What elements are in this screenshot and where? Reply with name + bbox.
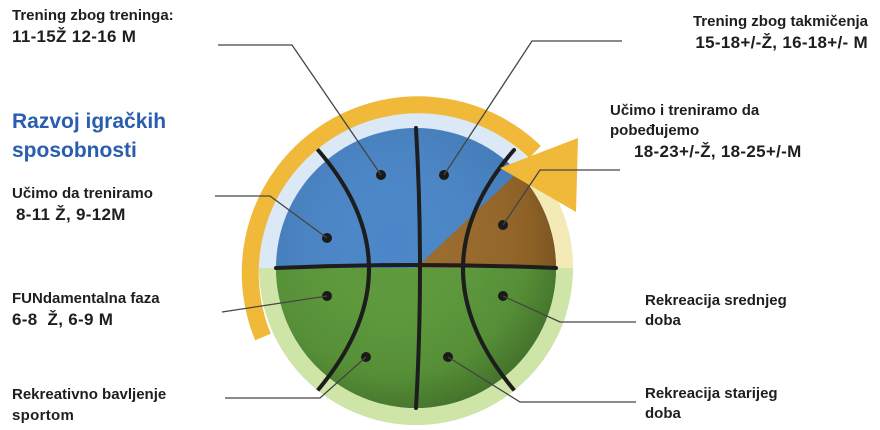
label-top-left-line1: Trening zbog treninga:	[12, 7, 174, 24]
label-top-right: Trening zbog takmičenja 15-18+/-Ž, 16-18…	[693, 12, 868, 54]
label-low-right-line2: doba	[645, 311, 787, 331]
label-top-left-line2: 11-15Ž 12-16 M	[12, 26, 174, 48]
label-low-left: FUNdamentalna faza 6-8 Ž, 6-9 M	[12, 289, 160, 331]
label-bottom-left-line2: sportom	[12, 405, 166, 427]
label-mid-left-line1: Učimo da treniramo	[12, 185, 153, 202]
label-low-right: Rekreacija srednjeg doba	[645, 291, 787, 331]
label-mid-left-line2: 8-11 Ž, 9-12M	[12, 204, 153, 226]
diagram-title-line2: sposobnosti	[12, 136, 166, 165]
label-low-left-line2: 6-8 Ž, 6-9 M	[12, 309, 160, 331]
label-mid-left: Učimo da treniramo 8-11 Ž, 9-12M	[12, 184, 153, 226]
label-low-left-line1: FUNdamentalna faza	[12, 290, 160, 307]
label-bottom-right-line2: doba	[645, 404, 778, 424]
label-low-right-line1: Rekreacija srednjeg	[645, 292, 787, 309]
label-mid-right-line1: Učimo i treniramo da	[610, 102, 759, 119]
label-bottom-left-line1: Rekreativno bavljenje	[12, 386, 166, 403]
diagram-title: Razvoj igračkih sposobnosti	[12, 107, 166, 165]
label-top-right-line2: 15-18+/-Ž, 16-18+/- M	[693, 32, 868, 54]
label-mid-right-line3: 18-23+/-Ž, 18-25+/-M	[610, 141, 802, 163]
label-top-right-line1: Trening zbog takmičenja	[693, 13, 868, 30]
label-mid-right: Učimo i treniramo da pobeđujemo 18-23+/-…	[610, 101, 802, 163]
label-bottom-left: Rekreativno bavljenje sportom	[12, 385, 166, 427]
label-bottom-right: Rekreacija starijeg doba	[645, 384, 778, 424]
label-bottom-right-line1: Rekreacija starijeg	[645, 385, 778, 402]
label-mid-right-line2: pobeđujemo	[610, 121, 802, 141]
label-top-left: Trening zbog treninga: 11-15Ž 12-16 M	[12, 6, 174, 48]
diagram-title-line1: Razvoj igračkih	[12, 107, 166, 136]
